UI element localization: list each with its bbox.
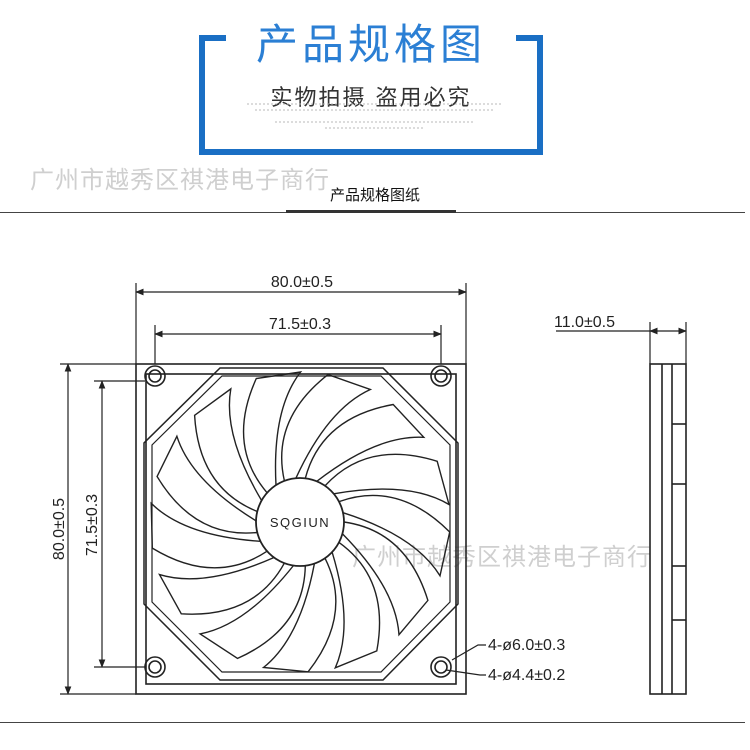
- mounting-hole: [144, 365, 166, 387]
- bottom-divider-line: [0, 722, 745, 723]
- mounting-hole: [144, 656, 166, 678]
- section-label: 产品规格图纸: [329, 186, 420, 204]
- inner-hole-label: 4-ø4.4±0.2: [488, 667, 565, 684]
- fan-side-view: [649, 363, 687, 695]
- fan-frame: [135, 363, 467, 695]
- mounting-holes: [144, 365, 452, 678]
- dim-outer-height-label: 80.0±0.5: [51, 498, 68, 560]
- fan-blade: [198, 564, 307, 660]
- fan-blade: [158, 556, 286, 615]
- fan-blade: [341, 521, 429, 637]
- fine-print-decoration: [247, 103, 503, 129]
- section-label-underline: [286, 210, 456, 213]
- fan-blade: [281, 373, 373, 482]
- dim-hole-width: [154, 325, 442, 364]
- fan-blade: [193, 387, 263, 513]
- dim-hole-width-label: 71.5±0.3: [269, 316, 331, 333]
- page-subtitle: 实物拍摄 盗用必究: [270, 86, 472, 111]
- fan-blade: [261, 557, 337, 673]
- watermark-mid: 广州市越秀区祺港电子商行: [352, 543, 652, 571]
- dim-outer-width: [135, 283, 467, 364]
- fan-hub: [255, 477, 345, 567]
- dim-outer-height: [60, 363, 136, 695]
- fan-blade: [304, 403, 426, 483]
- dim-hole-height-label: 71.5±0.3: [84, 494, 101, 556]
- dim-thickness-label: 11.0±0.5: [554, 314, 615, 331]
- header-bracket: [199, 35, 543, 155]
- fan-blade: [338, 494, 451, 578]
- fan-blade: [150, 501, 269, 569]
- mounting-hole: [430, 656, 452, 678]
- fan-blade: [331, 541, 381, 670]
- header-frame: 产品规格图 实物拍摄 盗用必究: [196, 16, 546, 156]
- fan-shroud: [143, 367, 459, 681]
- dim-outer-width-label: 80.0±0.5: [271, 274, 333, 291]
- outer-hole-label: 4-ø6.0±0.3: [488, 637, 565, 654]
- watermark-top: 广州市越秀区祺港电子商行: [30, 166, 330, 194]
- mounting-hole: [430, 365, 452, 387]
- fan-blades: [150, 371, 451, 673]
- fan-blade: [156, 434, 259, 534]
- fan-blade: [324, 453, 451, 506]
- fan-blade: [242, 371, 303, 494]
- fan-brand-label: SQGIUN: [270, 515, 330, 530]
- hole-callout-leaders: [445, 644, 486, 676]
- page-title: 产品规格图: [255, 20, 486, 69]
- dim-thickness: [556, 322, 687, 364]
- dim-hole-height: [94, 380, 145, 668]
